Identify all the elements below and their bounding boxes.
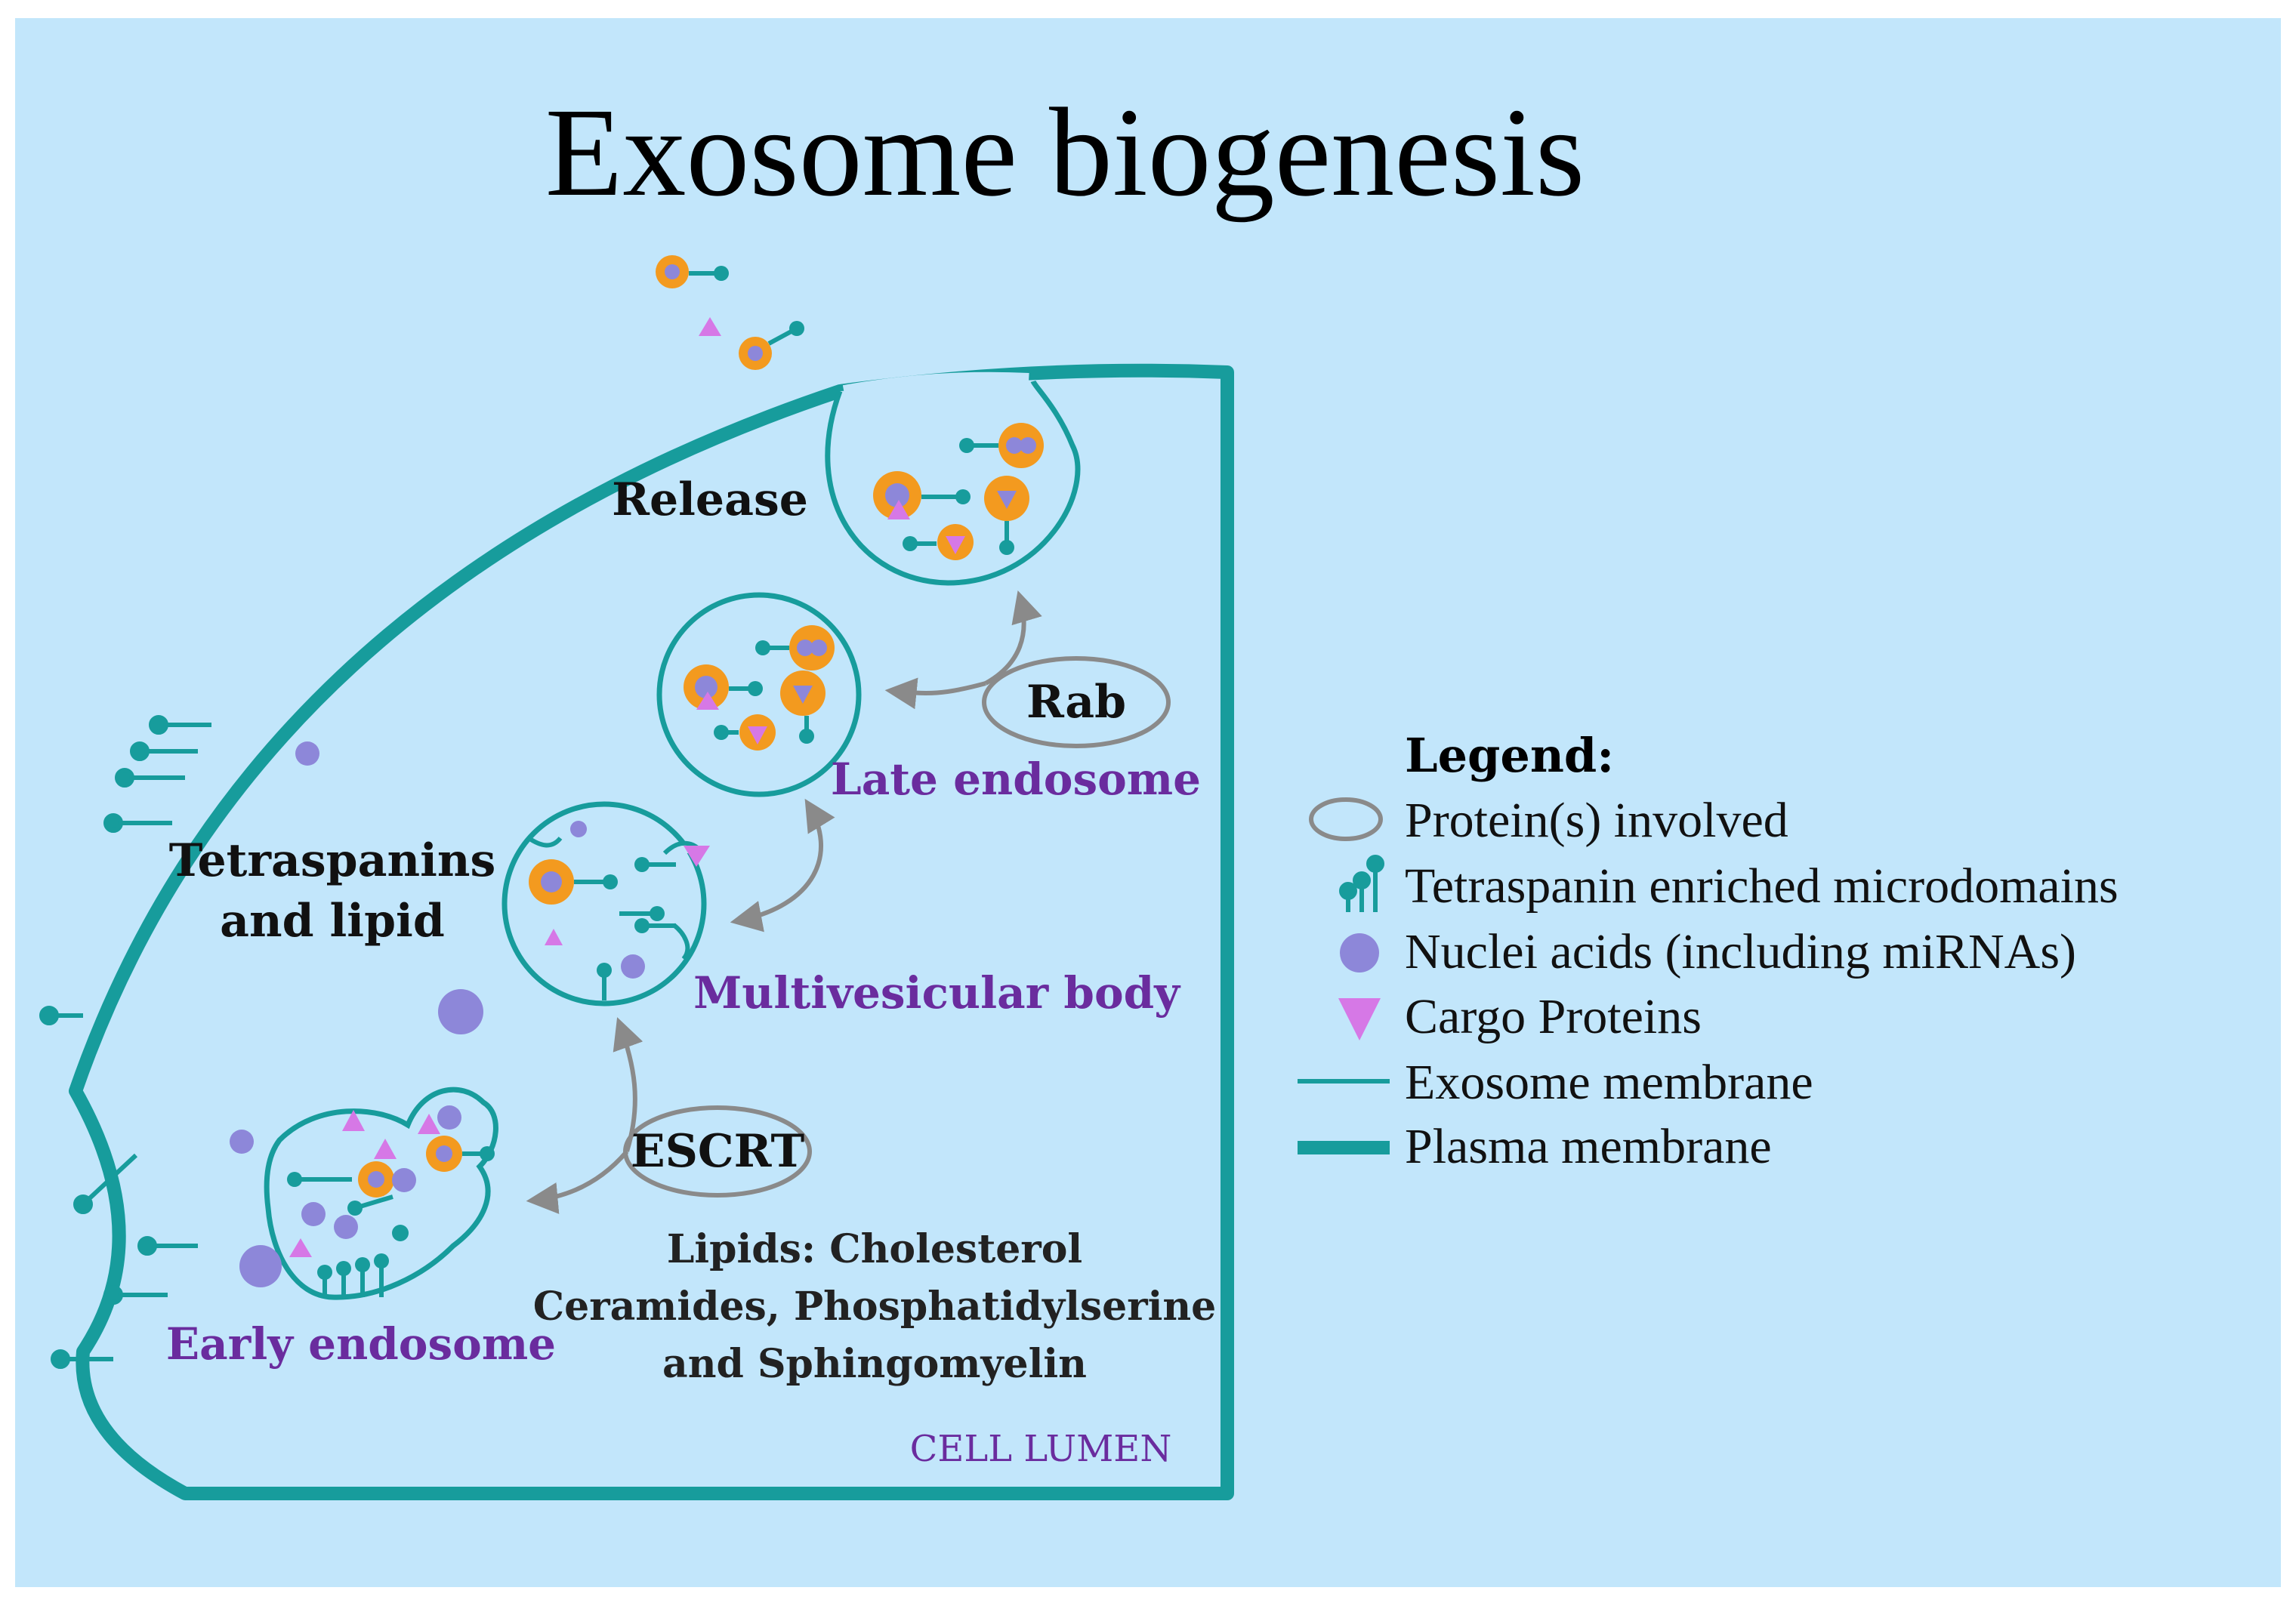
legend-item-label: Plasma membrane [1405,1119,1772,1174]
label-escrt: ESCRT [631,1125,805,1178]
multivesicular-body [501,801,707,1006]
cytoplasm-nucleic-acid [230,1130,254,1154]
circle-icon [1340,933,1379,973]
cytoplasm-nucleic-acid [295,741,319,766]
tetraspanin-icon [1339,855,1384,912]
legend-item-label: Nuclei acids (including miRNAs) [1405,924,2076,979]
label-late-endosome: Late endosome [831,754,1201,805]
label-early-endosome: Early endosome [166,1318,556,1370]
membrane-tetraspanins [39,715,211,1369]
legend: Legend: Protein(s) involved Tetraspanin … [1298,728,2119,1174]
background-panel [15,18,2281,1587]
diagram-title: Exosome biogenesis [545,82,1585,223]
mvb-contents [529,846,710,1000]
legend-item-label: Cargo Proteins [1405,989,1702,1044]
legend-item-label: Tetraspanin enriched microdomains [1405,858,2119,914]
label-rab: Rab [1026,676,1126,729]
triangle-icon [1338,998,1381,1040]
release-pocket-exosomes [873,423,1044,560]
label-tetraspanins-line1: Tetraspanins [169,834,496,887]
release-gap-mask [842,371,1029,403]
arrow-rab-to-late-endosome [884,677,986,710]
arrow-escrt-to-early-endosome [526,1150,629,1214]
legend-title: Legend: [1405,728,1614,783]
cytoplasm-nucleic-acid [239,1245,282,1287]
early-endosome-contents [287,1105,495,1297]
early-endosome [264,1087,498,1300]
arrow-escrt-to-mvb [613,1017,643,1152]
label-multivesicular-body: Multivesicular body [693,967,1181,1019]
arrow-rab-to-release [984,590,1042,686]
label-cell-lumen: CELL LUMEN [910,1428,1172,1470]
arrow-mvb-late-endosome [730,798,835,932]
label-tetraspanins-line2: and lipid [220,895,445,948]
cytoplasm-nucleic-acid [570,821,587,837]
late-endosome [656,592,862,797]
label-release: Release [612,473,808,526]
late-endosome-exosomes [684,625,835,751]
plasma-membrane [69,363,1234,1500]
label-lipids-line2: Ceramides, Phosphatidylserine [533,1284,1217,1330]
label-lipids-line3: and Sphingomyelin [662,1341,1087,1387]
cytoplasm-nucleic-acid [438,989,483,1034]
ellipse-outline-icon [1309,797,1383,841]
released-exosomes [656,255,804,370]
legend-item-label: Exosome membrane [1405,1055,1813,1110]
legend-item-label: Protein(s) involved [1405,793,1788,848]
rab-protein-ellipse [982,656,1171,748]
label-lipids-line1: Lipids: Cholesterol [667,1226,1082,1272]
